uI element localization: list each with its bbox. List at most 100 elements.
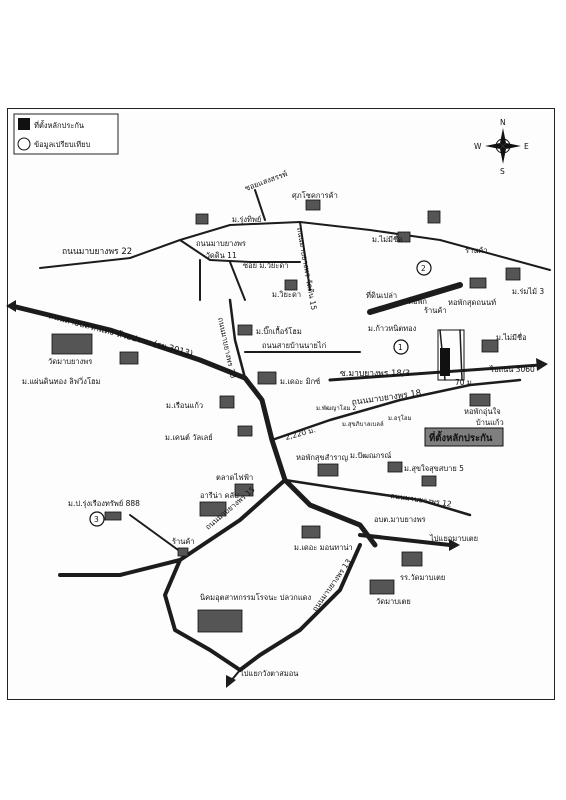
building-icon	[234, 483, 254, 497]
collateral-site-label: ที่ตั้งหลักประกัน	[429, 430, 493, 444]
road-rungruang-soi	[129, 514, 186, 556]
building-icon	[421, 475, 437, 487]
label-sukjai-5: ม.สุขใจสุขสบาย 5	[404, 464, 464, 473]
label-distance-70: 70 ม.	[455, 378, 474, 387]
label-dorm-sudtanon: หอพักสุดถนนท์	[448, 298, 496, 307]
label-shop-mid: ร้านค้า	[424, 306, 447, 315]
compass-s: S	[500, 167, 505, 176]
south-arrow-icon	[226, 675, 236, 688]
compass-w: W	[474, 142, 482, 151]
compass-rose-icon: N S E W	[474, 118, 529, 176]
road-loop-west	[163, 558, 242, 672]
label-mabyang-main: ถนนมาบยางพร	[196, 239, 246, 248]
label-soi-wiyada: ซอย ม.วิยะดา	[243, 261, 288, 270]
label-pattanakorn: ม.ปัฒณกรณ์	[350, 451, 391, 460]
label-mabyang-13: ถนนมาบยางพร 13	[310, 557, 353, 613]
svg-text:1: 1	[398, 343, 403, 352]
comparable-marker-1: 1	[393, 339, 409, 355]
label-kao-nitthong: ม.ก้าวหนิตทอง	[368, 324, 417, 333]
label-ban-nai-kai: ถนนสายบ้านนายไก่	[262, 341, 326, 350]
road-mabyang-18	[270, 378, 522, 442]
label-saen-din-thong: ม.แผ่นดินทอง ลิฟวิ่งโฮม	[22, 376, 101, 386]
label-the-mix: ม.เดอะ มิกซ์	[280, 377, 320, 386]
building-icon	[469, 277, 487, 289]
label-m-arun: ม.อรุโฮม	[388, 414, 412, 422]
label-rungruang-888: ม.ป.รุ่งเรืองทรัพย์ 888	[68, 499, 140, 508]
collateral-parcel	[440, 348, 450, 376]
road-soi-18-3	[328, 363, 542, 382]
shop-icon	[177, 547, 189, 557]
highway-3013	[9, 303, 378, 548]
label-ban-kaew: บ้านแก้ว	[476, 418, 504, 427]
west-arrow-icon	[6, 300, 16, 312]
svg-text:2: 2	[421, 264, 426, 273]
label-rom-mai-3: ม.ร่มไม้ 3	[512, 287, 544, 296]
label-big-glory: ม.บิ๊กเกื้อร์โฮม	[256, 326, 302, 336]
label-night-market: ตลาดไฟฟ้า	[216, 473, 253, 482]
collateral-parcel-outline	[437, 329, 465, 381]
legend-comparable-label: ข้อมูลเปรียบเทียบ	[34, 140, 91, 149]
comparable-marker-2: 2	[416, 260, 432, 276]
temple-icon	[51, 333, 93, 355]
label-ruean-kaew: ม.เรือนแก้ว	[166, 401, 203, 410]
label-the-monthana: ม.เดอะ มอนทาน่า	[294, 543, 353, 552]
road-upper-soi	[367, 282, 463, 315]
building-icon	[237, 425, 253, 437]
road-mabyang-22	[39, 221, 551, 271]
svg-text:3: 3	[94, 515, 99, 524]
road-mabyang-wat-din-15	[299, 221, 311, 291]
building-icon	[505, 267, 521, 281]
label-mai-mee-chue-mid: ม.ไม่มีชื่อ	[496, 332, 527, 342]
legend: ที่ตั้งหลักประกัน ข้อมูลเปรียบเทียบ	[13, 113, 119, 155]
label-to-wang-tasamon: ไปแยกวังตาสมอน	[239, 669, 298, 678]
label-dorm-lux: หอพักอุ่นใจ	[464, 407, 501, 416]
collateral-legend-icon	[18, 118, 30, 130]
comparable-marker-3: 3	[89, 511, 105, 527]
label-obt: อบต.มาบยางพร	[374, 515, 426, 524]
east-arrow-icon	[536, 358, 548, 371]
compass-n: N	[500, 118, 506, 127]
compass-e: E	[524, 142, 529, 151]
building-icon	[469, 393, 491, 407]
road-soi-wiyada	[229, 261, 246, 301]
collateral-site-box	[424, 427, 504, 447]
building-icon	[104, 511, 122, 521]
label-shop-low: ร้านค้า	[172, 537, 195, 546]
school-icon	[401, 551, 423, 567]
building-icon	[397, 231, 411, 243]
mabtoei-arrow-icon	[449, 539, 460, 551]
road-wat-din-11	[179, 239, 301, 263]
label-dorm-1: หอพัก	[408, 297, 427, 306]
label-rungthip: ม.รุ่งทิพย์	[232, 215, 261, 224]
label-mai-mee-chue-top: ม.ไม่มีชื่อ	[372, 234, 403, 244]
road-saeng-san	[254, 189, 266, 221]
label-supachoke: ศุภโชคการค้า	[292, 191, 338, 200]
building-icon	[284, 279, 298, 291]
building-icon	[317, 463, 339, 477]
label-wat-mabtoei: วัดมาบเตย	[376, 597, 411, 606]
building-icon	[119, 351, 139, 365]
place-labels: ศุภโชคการค้า ม.รุ่งทิพย์ ม.ไม่มีชื่อ ร้า…	[22, 191, 544, 606]
label-soi-18-3: ซ.มาบยางพร 18/3	[340, 369, 410, 379]
building-icon	[199, 501, 227, 517]
label-mabyang-22: ถนนมาบยางพร 22	[62, 247, 132, 257]
label-arena-club: อารีน่า คลับ	[200, 491, 239, 500]
road-collateral-access-2	[459, 329, 463, 381]
building-icon	[481, 339, 499, 353]
road-network	[6, 189, 551, 688]
building-icon	[237, 324, 253, 336]
building-icon	[301, 525, 321, 539]
label-industrial: นิคมอุตสาหกรรมโรจนะ ปลวกแดง	[200, 593, 312, 602]
label-distance-2220: 2,220 ม.	[284, 425, 316, 442]
road-mabyang-12	[283, 478, 472, 517]
label-shop-top: ร้านค้า	[465, 246, 488, 255]
label-school: รร.วัดมาบเตย	[400, 573, 445, 582]
road-to-mabtoei	[358, 533, 452, 547]
label-khun-dee: ที่ดินเปล่า	[366, 290, 397, 300]
building-icon	[305, 199, 321, 211]
map-frame	[7, 108, 555, 700]
road-mabyang-20	[228, 298, 247, 380]
comparable-legend-icon	[17, 137, 31, 151]
label-mabyang-12: ถนนมาบยางพร 12	[390, 491, 453, 509]
